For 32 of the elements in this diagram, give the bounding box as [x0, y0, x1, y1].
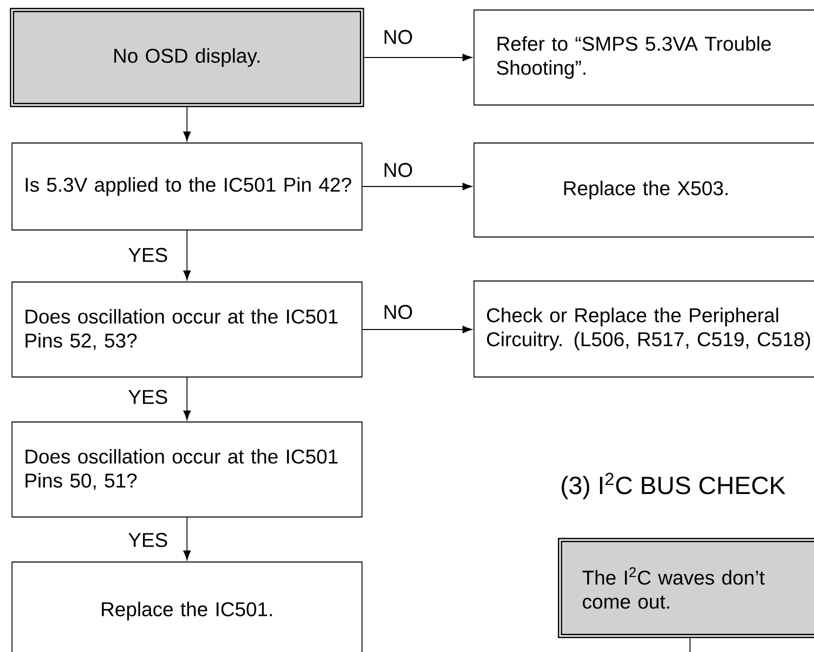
edge-label: YES — [127, 246, 170, 264]
process-box — [12, 422, 362, 518]
section-heading: (3) I$^{2}$C BUS CHECK — [562, 472, 786, 500]
edge-label: NO — [382, 28, 414, 46]
arrow — [183, 230, 191, 280]
box-text: No OSD display. — [114, 48, 260, 67]
process-box — [474, 10, 814, 106]
box-text: Check or Replace the Peripheral Circuitry. (L506, R517, C519, C518) — [487, 308, 810, 350]
box-text: Does oscillation occur at the IC501 Pins 50, 51? — [26, 448, 338, 490]
process-box — [12, 142, 362, 230]
box-text: The I$^{2}$C waves don’t come out. — [582, 567, 765, 609]
box-text: Replace the X503. — [564, 180, 728, 200]
arrow — [183, 517, 191, 560]
box-text: Refer to “SMPS 5.3VA Trouble Shooting”. — [496, 36, 771, 79]
box-text: Replace the IC501. — [102, 602, 272, 620]
start-box — [10, 8, 364, 108]
process-box — [12, 282, 362, 378]
process-box — [474, 142, 814, 238]
arrow — [362, 182, 472, 190]
arrow — [362, 326, 472, 334]
edge-label: YES — [127, 388, 170, 406]
box-text: Does oscillation occur at the IC501 Pins 52, 53? — [26, 308, 338, 350]
edge-label: YES — [127, 532, 170, 548]
arrow — [183, 377, 191, 420]
process-box — [12, 562, 362, 652]
edge-label: NO — [382, 162, 414, 178]
start-box — [558, 538, 814, 638]
process-box — [474, 280, 814, 378]
arrow — [362, 54, 472, 62]
arrow — [183, 105, 191, 142]
edge-label: NO — [382, 304, 414, 320]
box-text: Is 5.3V applied to the IC501 Pin 42? — [26, 177, 352, 196]
